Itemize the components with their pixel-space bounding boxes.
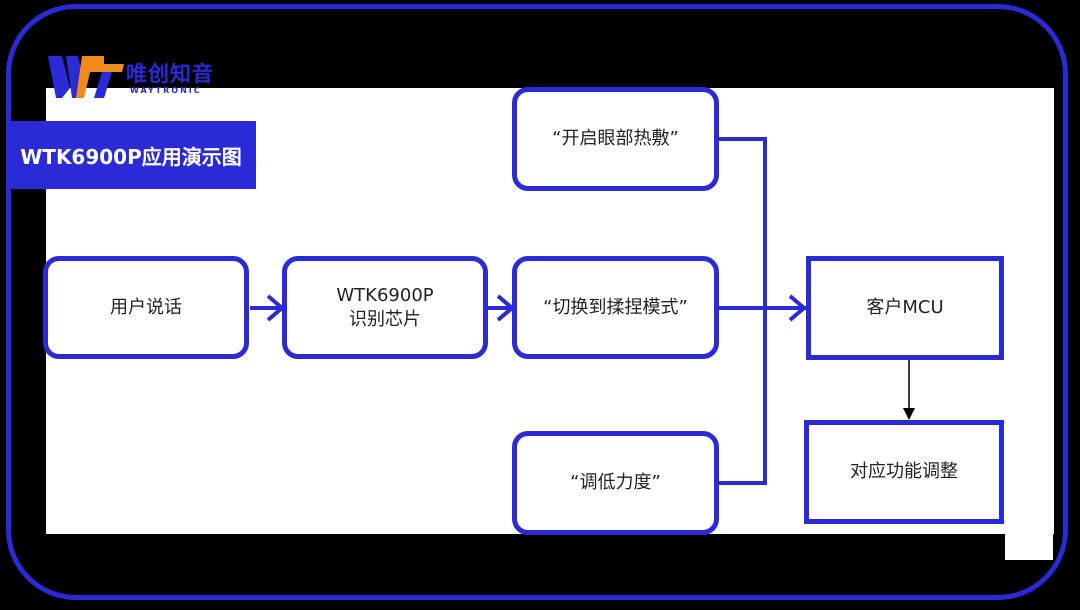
- node-user-speak: 用户说话: [43, 256, 249, 359]
- node-command-lower-strength: “调低力度”: [512, 431, 719, 535]
- node-customer-mcu: 客户MCU: [806, 256, 1004, 360]
- edge-commands-to-mcu: [717, 137, 808, 485]
- brand-name: 唯创知音: [126, 62, 214, 86]
- edge-user-to-chip: [250, 294, 286, 322]
- waytronic-logo-icon: [48, 56, 124, 98]
- node-recognition-chip: WTK6900P 识别芯片: [282, 256, 488, 359]
- node-command-kneading-mode: “切换到揉捏模式”: [512, 256, 719, 359]
- node-function-adjust: 对应功能调整: [804, 420, 1004, 524]
- brand-subtitle: WAYTRONIC: [130, 86, 202, 95]
- diagram-title: WTK6900P应用演示图: [6, 121, 256, 189]
- node-command-eye-heat: “开启眼部热敷”: [512, 87, 719, 191]
- diagram-canvas-corner: [1005, 530, 1053, 560]
- edge-mcu-to-adjust: [903, 360, 915, 420]
